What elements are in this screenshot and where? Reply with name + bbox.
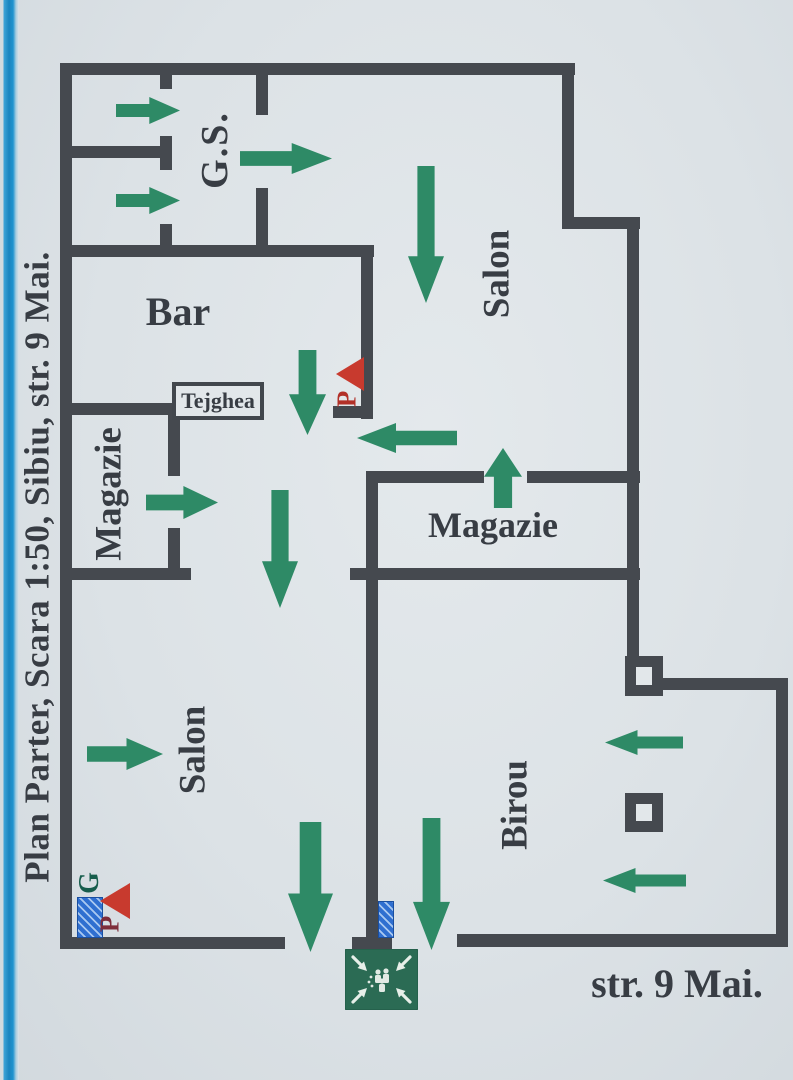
room-label-gs: G.S.: [194, 111, 236, 189]
wall-segment: [350, 568, 640, 580]
wall-segment: [366, 471, 378, 949]
pillar-square: [625, 793, 663, 832]
evacuation-arrow-right: [87, 738, 163, 770]
plan-frame-blue-edge: [0, 0, 19, 1080]
extinguisher-letter-p-bar: P: [331, 390, 362, 408]
assembly-point-graphic: [344, 948, 419, 1011]
wall-segment: [66, 403, 174, 415]
wall-segment: [60, 568, 191, 580]
pillar-square: [625, 656, 663, 696]
wall-segment: [776, 678, 788, 947]
wall-segment: [562, 217, 640, 229]
evacuation-arrow-right: [146, 486, 218, 519]
counter-label: Tejghea: [181, 388, 255, 413]
wall-segment: [168, 412, 180, 476]
evacuation-arrow-down: [262, 490, 298, 608]
wall-segment: [256, 75, 268, 115]
wall-segment: [457, 934, 788, 947]
wall-segment: [562, 63, 574, 229]
plan-title: Plan Parter, Scara 1:50, Sibiu, str. 9 M…: [17, 251, 57, 883]
evacuation-arrow-left: [357, 423, 457, 453]
counter-tejghea-box: Tejghea: [172, 382, 264, 420]
evacuation-arrow-down: [288, 822, 333, 952]
wall-segment: [660, 678, 788, 690]
room-label-magazie-center: Magazie: [428, 505, 558, 545]
room-label-salon-bottom: Salon: [172, 705, 214, 795]
room-label-magazie-left: Magazie: [88, 427, 130, 561]
evacuation-arrow-left: [605, 730, 683, 755]
evacuation-arrow-down: [408, 166, 444, 303]
corner-safety-sign: [77, 897, 103, 938]
extinguisher-triangle: [100, 883, 130, 919]
extinguisher-letter-p-corner: P: [94, 915, 125, 933]
extinguisher-triangle: [336, 357, 364, 391]
evacuation-arrow-up: [484, 448, 522, 508]
evacuation-arrow-down: [413, 818, 450, 950]
room-label-salon-top: Salon: [476, 229, 518, 319]
evacuation-arrow-left: [603, 868, 686, 893]
wall-segment: [66, 245, 374, 257]
wall-segment: [168, 528, 180, 580]
wall-segment: [366, 471, 484, 483]
evacuation-arrow-right: [116, 187, 180, 214]
wall-segment: [256, 188, 268, 252]
street-label: str. 9 Mai.: [591, 961, 763, 1006]
assembly-point-icon: [344, 948, 419, 1011]
wall-segment: [352, 937, 392, 949]
wall-segment: [60, 63, 575, 75]
wall-segment: [66, 146, 166, 158]
wall-segment: [160, 75, 172, 89]
exit-door-sign: [378, 901, 394, 938]
wall-segment: [627, 217, 639, 663]
wall-segment: [361, 251, 373, 419]
evacuation-arrow-right: [240, 143, 332, 174]
gas-valve-letter-g: G: [74, 872, 105, 894]
wall-segment: [333, 406, 373, 418]
wall-segment: [60, 937, 285, 949]
wall-segment: [60, 63, 72, 949]
wall-segment: [527, 471, 640, 483]
evacuation-arrow-right: [116, 97, 180, 124]
room-label-bar: Bar: [145, 289, 211, 334]
room-label-birou: Birou: [494, 760, 536, 850]
wall-segment: [160, 136, 172, 170]
evacuation-arrow-down: [289, 350, 326, 435]
